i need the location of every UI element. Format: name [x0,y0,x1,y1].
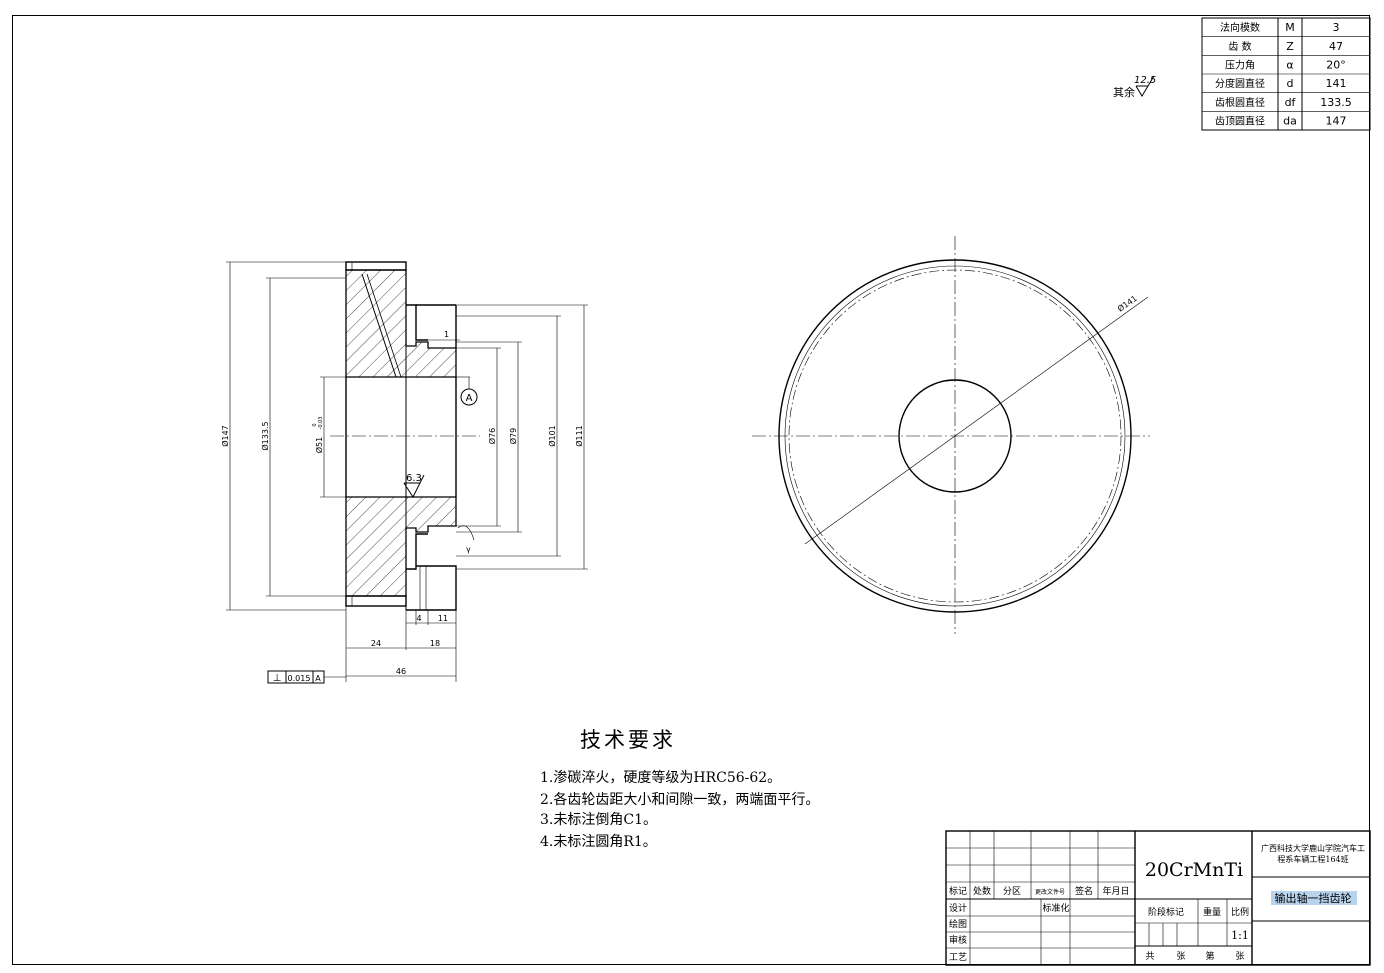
header-change-doc: 更改文件号 [1035,888,1065,896]
param-symbol-2: α [1286,59,1293,72]
stage-label: 阶段标记 [1148,906,1184,918]
angle-mark: γ [457,525,475,554]
title-block: 标记 处数 分区 更改文件号 签名 年月日 设计 绘图 审核 工艺 标准化 20… [945,830,1371,966]
dim-d76-label: Ø76 [487,428,497,444]
perpendicularity-datum: A [315,674,321,683]
technical-requirements: 技术要求 1.渗碳淬火，硬度等级为HRC56-62。 2.各齿轮齿距大小和间隙一… [540,728,819,850]
param-symbol-0: M [1285,21,1295,34]
param-symbol-1: Z [1286,40,1294,53]
roughness-symbol-icon [403,474,425,499]
dim-d111-label: Ø111 [574,425,584,447]
header-date: 年月日 [1102,885,1129,897]
sheet-unit-1: 张 [1176,951,1185,962]
dim-width-hub: 18 [430,639,440,648]
tech-req-item-1: 1.渗碳淬火，硬度等级为HRC56-62。 [540,769,781,786]
header-count: 处数 [973,885,991,897]
perpendicularity-symbol: ⊥ [273,673,282,684]
dim-groove: 1 [416,330,460,341]
param-symbol-5: da [1283,115,1297,128]
tech-req-item-4: 4.未标注圆角R1。 [540,834,657,850]
dim-groove-label: 1 [444,330,449,339]
dim-d133-5-label: Ø133.5 [260,421,270,450]
bore-roughness: 6.3 [403,473,425,499]
param-value-2: 20° [1326,59,1346,72]
dim-d147-label: Ø147 [220,425,230,447]
header-mark: 标记 [949,885,967,897]
bore-roughness-value: 6.3 [406,473,422,484]
dim-d147: Ø147 [220,261,346,611]
tech-req-item-2: 2.各齿轮齿距大小和间隙一致，两端面平行。 [540,792,819,808]
datum-a-marker: A [456,376,478,406]
section-hatch-upper [345,269,457,378]
part-name: 输出轴一挡齿轮 [1275,891,1352,905]
side-section-view: Ø147 Ø133.5 Ø51 0 -0.03 Ø76 Ø79 [220,261,588,684]
dim-total: 46 [396,667,406,676]
dim-width-gear: 24 [371,639,381,648]
section-hatch-lower [345,496,457,597]
drawing-frame [12,15,1370,965]
param-value-5: 147 [1326,115,1347,128]
dim-d51-tol-upper: 0 [312,423,318,426]
role-drawing: 绘图 [949,918,967,930]
dim-d51: Ø51 0 -0.03 [312,376,346,498]
header-zone: 分区 [1003,886,1021,897]
param-name-4: 齿根圆直径 [1215,96,1265,109]
role-review: 审核 [949,934,967,946]
material-name: 20CrMnTi [1145,859,1243,881]
front-view: Ø141 [752,236,1150,634]
tech-req-title: 技术要求 [580,728,676,752]
dim-d133-5: Ø133.5 [260,277,346,597]
sheet-total: 共 [1145,951,1154,962]
gear-parameter-table: 法向模数 M 3 齿 数 Z 47 压力角 α 20° 分度圆直径 d 141 … [1201,17,1371,131]
dim-d76: Ø76 [456,347,501,527]
perpendicularity-frame: ⊥ 0.015 A [267,670,346,684]
scale-value: 1:1 [1231,929,1249,942]
role-design: 设计 [949,902,967,914]
param-symbol-3: d [1287,77,1294,90]
dim-d111: Ø111 [456,304,588,570]
param-name-3: 分度圆直径 [1215,77,1265,90]
general-roughness-note: 其余 12.5 [1113,75,1156,99]
school-line-2: 程系车辆工程164班 [1277,854,1348,864]
param-value-1: 47 [1329,40,1343,53]
param-name-1: 齿 数 [1228,40,1251,53]
dim-d101-label: Ø101 [547,425,557,447]
param-symbol-4: df [1285,96,1297,109]
sheet-number: 第 [1205,950,1214,962]
school-line-1: 广西科技大学鹿山学院汽车工 [1261,843,1365,853]
scale-label: 比例 [1231,906,1249,918]
dim-d51-label: Ø51 [314,437,324,453]
dim-d79-label: Ø79 [508,428,518,444]
dim-d101: Ø101 [456,315,561,557]
param-name-2: 压力角 [1225,59,1255,72]
sheet-unit-2: 张 [1235,951,1244,962]
header-signature: 签名 [1075,885,1093,897]
angle-mark-label: γ [466,545,471,554]
dim-d79: Ø79 [456,341,522,533]
roughness-value: 12.5 [1134,75,1156,86]
front-view-diameter: Ø141 [1115,293,1138,314]
param-value-3: 141 [1326,77,1347,90]
param-name-5: 齿顶圆直径 [1215,115,1265,128]
role-process: 工艺 [949,952,967,963]
tech-req-item-3: 3.未标注倒角C1。 [540,812,657,828]
dim-d51-tol-lower: -0.03 [318,417,324,430]
dim-step-b: 11 [438,614,448,623]
param-value-4: 133.5 [1320,96,1352,109]
dim-lengths: 24 18 4 11 46 [345,606,457,682]
roughness-symbol-icon [1135,75,1155,97]
perpendicularity-value: 0.015 [288,674,311,683]
datum-a-label: A [466,393,473,404]
roughness-prefix: 其余 [1113,85,1135,99]
param-value-0: 3 [1333,21,1340,34]
param-name-0: 法向模数 [1220,21,1260,34]
dim-step-a: 4 [416,614,421,623]
weight-label: 重量 [1203,906,1221,918]
standardization-label: 标准化 [1042,902,1069,914]
